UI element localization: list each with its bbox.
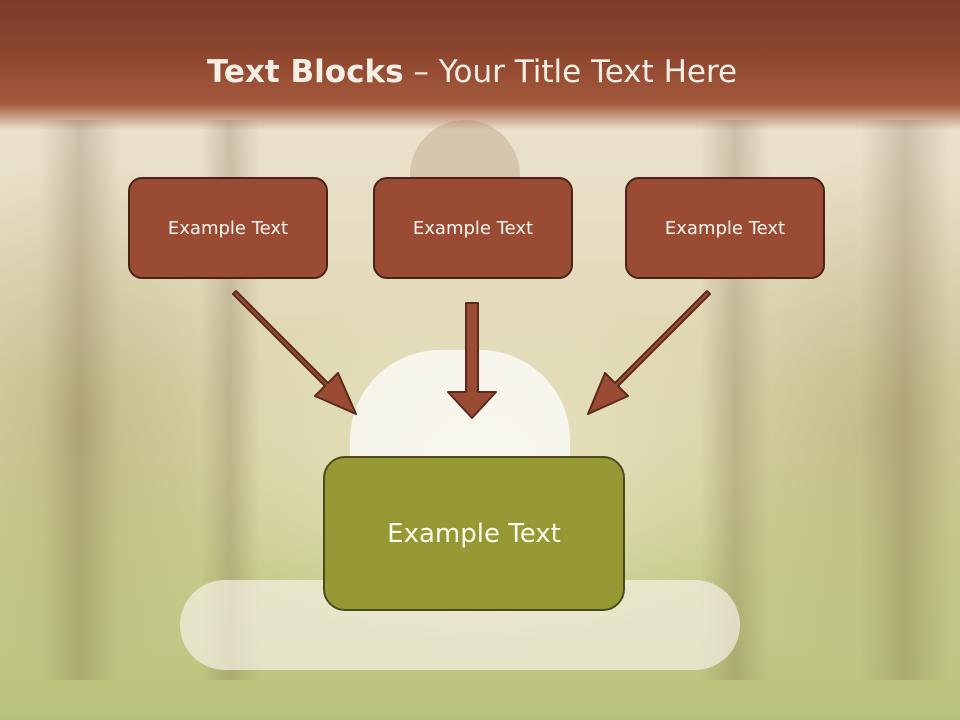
text-block-2: Example Text [373,177,573,279]
text-block-2-label: Example Text [412,217,534,239]
text-block-1: Example Text [128,177,328,279]
text-block-3: Example Text [625,177,825,279]
text-block-3-label: Example Text [664,217,786,239]
title-bold-part: Text Blocks [206,54,404,90]
title-rest: Your Title Text Here [438,54,738,90]
title-dash: – [403,54,439,90]
title-bar [0,0,960,130]
arrow-middle [447,302,497,419]
background-tree-trunk [40,120,120,680]
background-tree-trunk [860,120,950,680]
slide-title: Text Blocks – Your Title Text Here [0,54,944,90]
center-text-block: Example Text [323,456,625,611]
text-block-1-label: Example Text [167,217,289,239]
center-text-block-label: Example Text [387,518,561,549]
arrow-right [587,290,711,415]
arrow-left [232,290,357,415]
